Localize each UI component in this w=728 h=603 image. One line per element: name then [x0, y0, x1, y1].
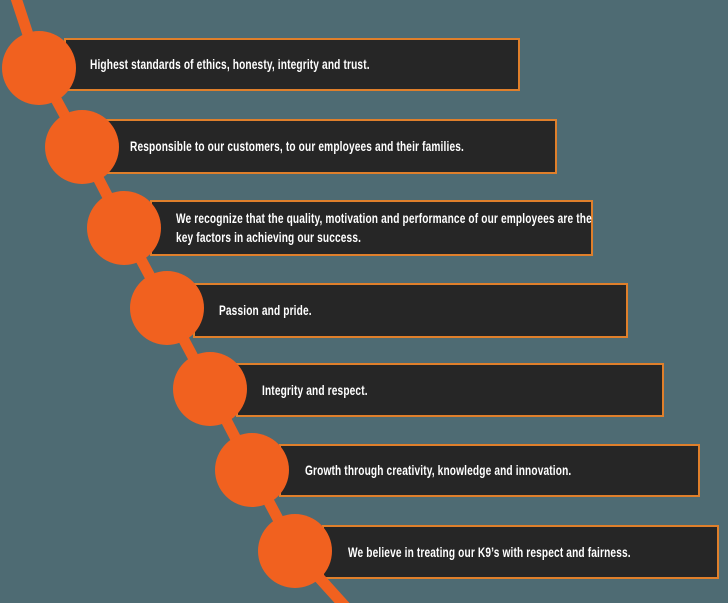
value-bar-4: Passion and pride. [193, 283, 628, 338]
value-bar-3-text-line2: key factors in achieving our success. [176, 230, 362, 245]
value-bar-6: Growth through creativity, knowledge and… [279, 444, 700, 497]
value-bar-7-text: We believe in treating our K9’s with res… [348, 544, 631, 560]
value-bar-6-text: Growth through creativity, knowledge and… [305, 463, 572, 478]
value-bar-5-text: Integrity and respect. [262, 382, 368, 398]
step-node-circle-6 [215, 433, 289, 507]
value-bar-1: Highest standards of ethics, honesty, in… [64, 38, 520, 91]
value-bar-2-text: Responsible to our customers, to our emp… [130, 139, 464, 154]
value-bar-5: Integrity and respect. [236, 363, 664, 417]
value-bar-1-text: Highest standards of ethics, honesty, in… [90, 57, 370, 72]
step-node-circle-7 [258, 514, 332, 588]
value-bar-4-text: Passion and pride. [219, 303, 312, 318]
value-bar-7: We believe in treating our K9’s with res… [322, 525, 719, 579]
value-bar-3: We recognize that the quality, motivatio… [150, 200, 593, 256]
value-bar-2: Responsible to our customers, to our emp… [104, 119, 557, 174]
value-bar-3-text-line1: We recognize that the quality, motivatio… [176, 211, 592, 226]
